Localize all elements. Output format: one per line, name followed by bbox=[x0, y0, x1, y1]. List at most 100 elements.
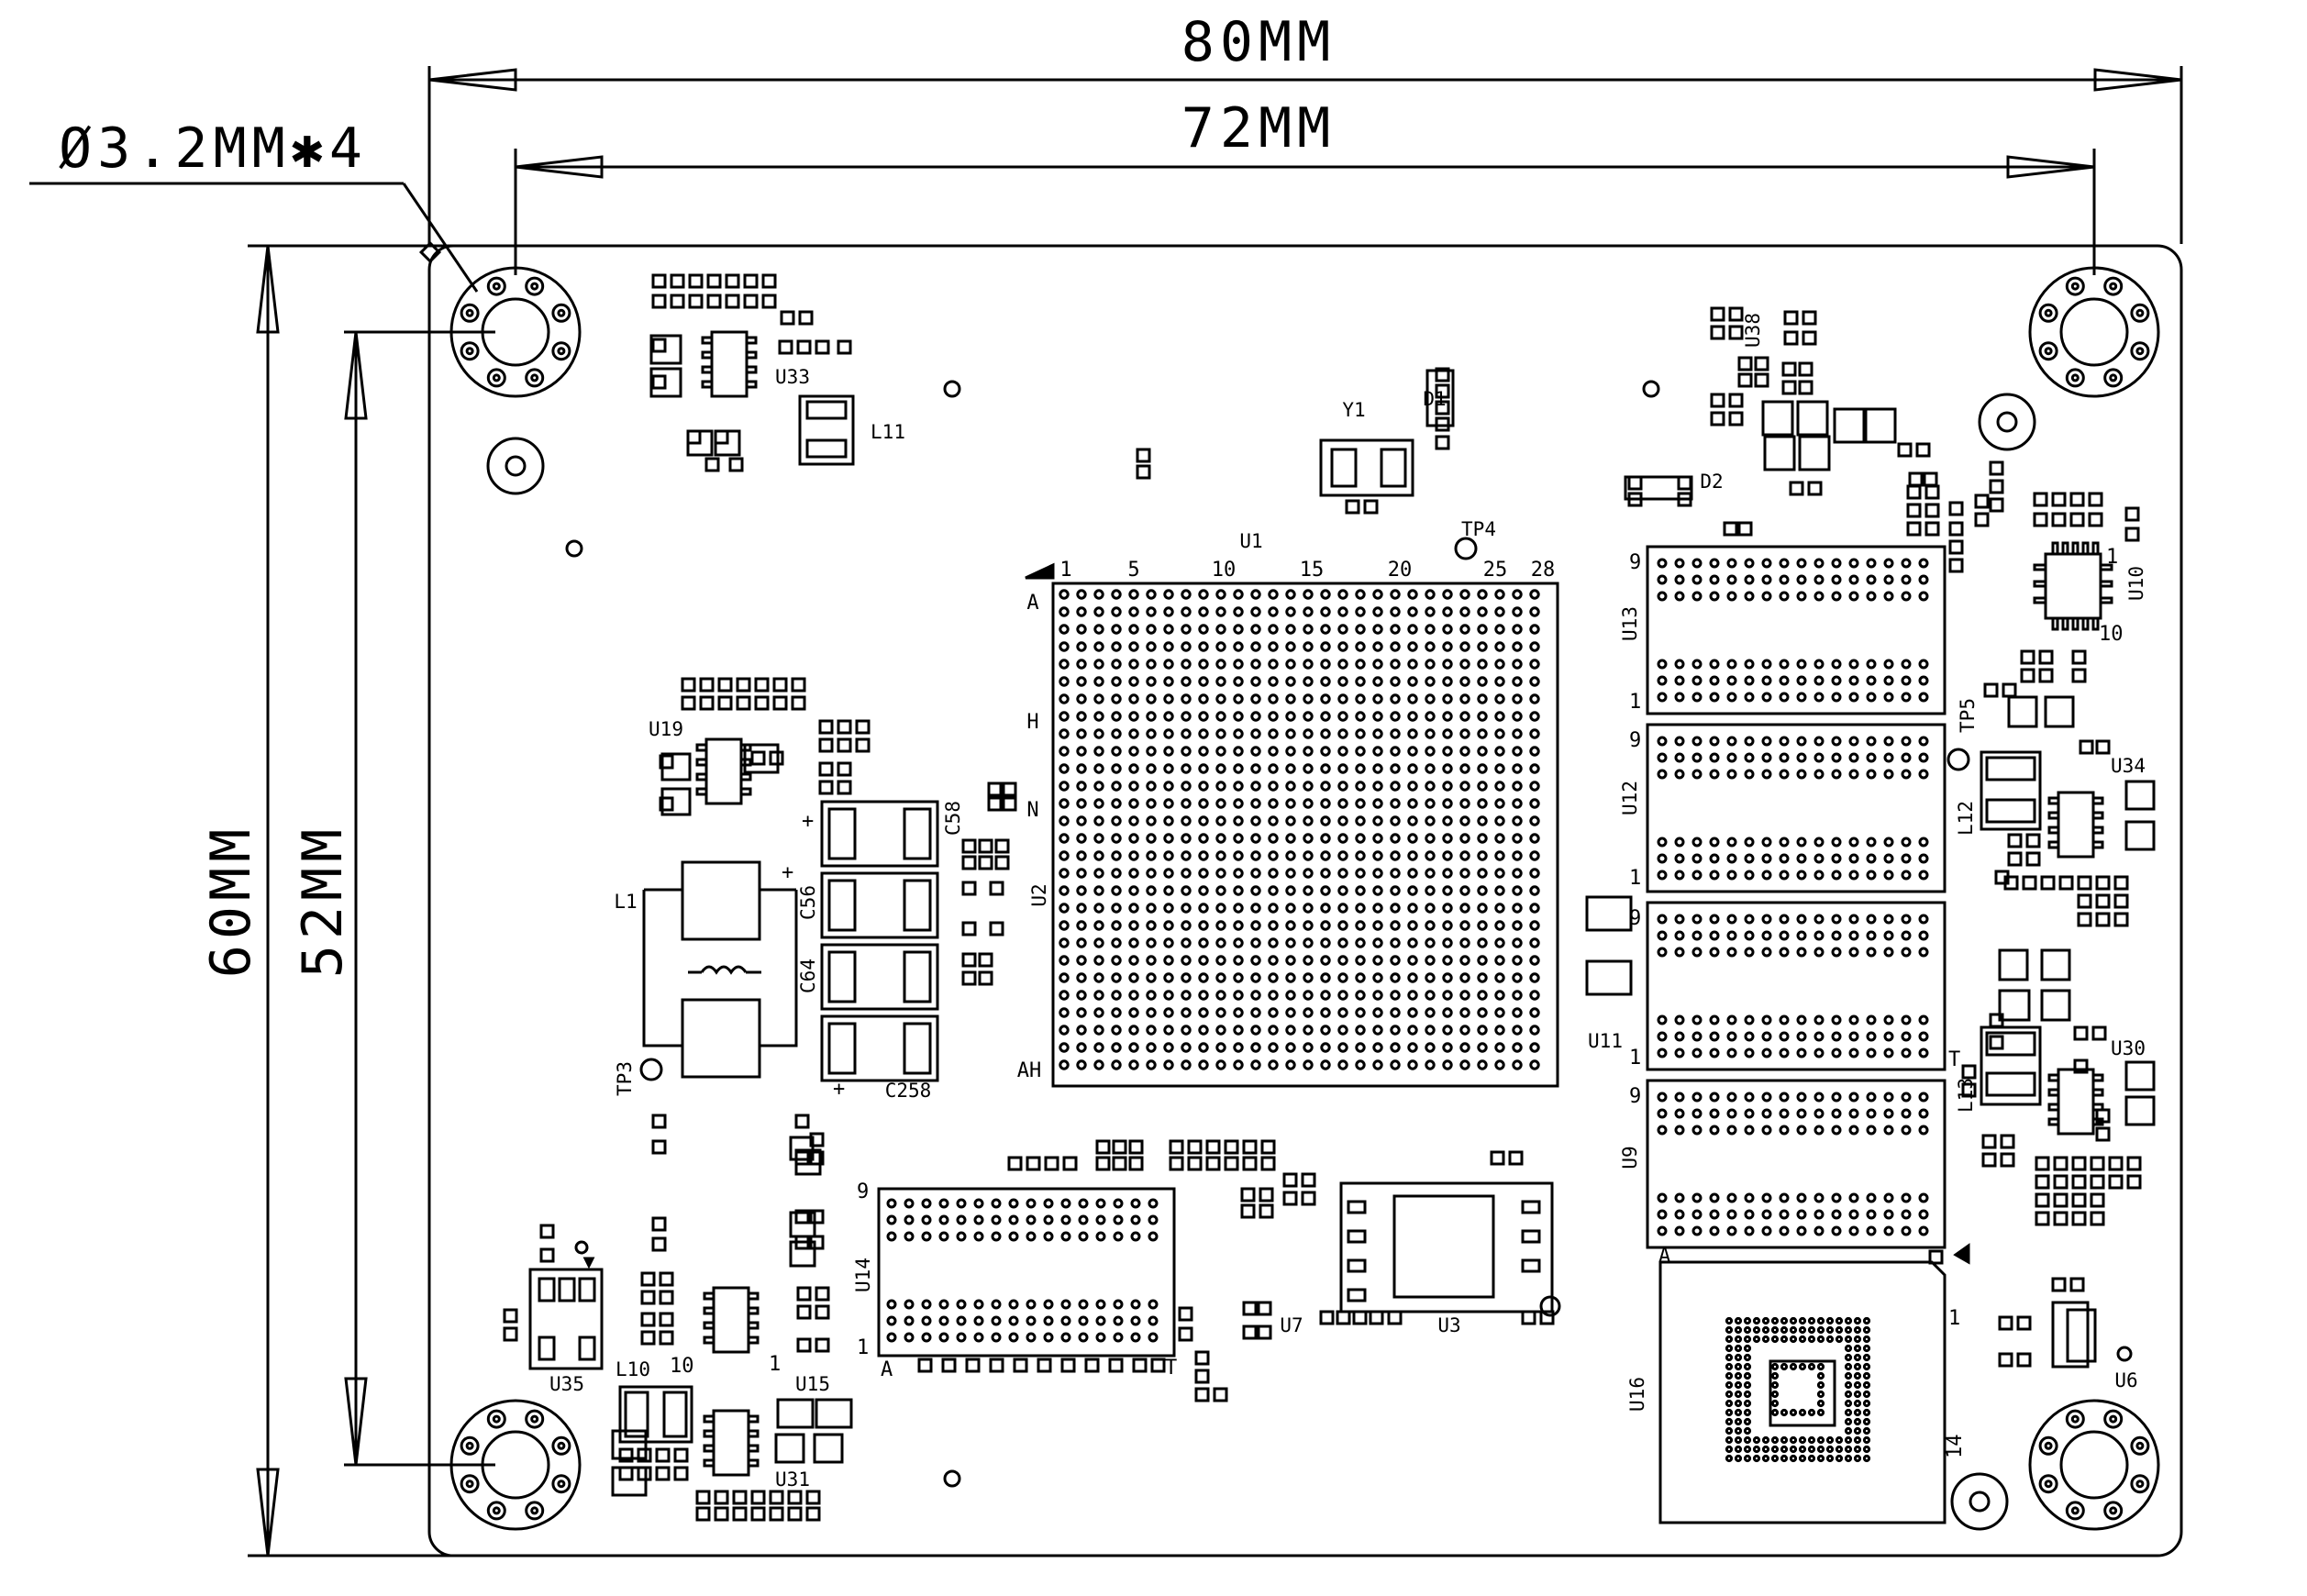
bga-ball bbox=[1215, 972, 1226, 983]
bga-ball bbox=[1163, 746, 1174, 757]
bga-ball bbox=[1390, 781, 1401, 792]
emmc-ball bbox=[1770, 1408, 1780, 1417]
bga-ball bbox=[1407, 781, 1418, 792]
passive-pad bbox=[1136, 448, 1151, 463]
bga-ball bbox=[1111, 763, 1122, 774]
passive-pad-large bbox=[660, 752, 692, 781]
ddr-ball bbox=[1744, 1092, 1755, 1103]
bga-ball bbox=[1268, 606, 1279, 617]
ddr-ball bbox=[1848, 1092, 1859, 1103]
ddr-ball bbox=[1691, 1225, 1703, 1236]
bga-ball bbox=[1407, 815, 1418, 826]
bga-ball bbox=[1512, 589, 1523, 600]
bga-ball bbox=[1512, 711, 1523, 722]
bga-ball bbox=[1442, 641, 1453, 652]
bga-ball bbox=[1059, 972, 1070, 983]
bga-ball bbox=[1163, 1059, 1174, 1070]
bga-ball bbox=[1303, 763, 1314, 774]
emmc-ball bbox=[1734, 1325, 1743, 1335]
bga-ball bbox=[1059, 693, 1070, 704]
reg-body bbox=[2057, 1068, 2095, 1136]
u16-emmc bbox=[1658, 1243, 1970, 1524]
bga-ball bbox=[1250, 798, 1261, 809]
mounting-via-drill bbox=[2044, 1441, 2053, 1450]
ddr-ball bbox=[1779, 1192, 1790, 1203]
reg-pin bbox=[703, 1321, 715, 1330]
bga-ball bbox=[1111, 1007, 1122, 1018]
bga-ball bbox=[1268, 798, 1279, 809]
ddr-ball bbox=[1796, 1192, 1807, 1203]
reg-pin bbox=[2091, 1088, 2104, 1097]
ddr-ball bbox=[1866, 853, 1877, 864]
emmc-ball bbox=[1789, 1325, 1798, 1335]
bga-ball bbox=[1181, 955, 1192, 966]
bga-ball bbox=[1128, 624, 1139, 635]
bga-ball bbox=[1303, 728, 1314, 739]
emmc-ball bbox=[1761, 1335, 1770, 1344]
reg-pin bbox=[747, 1336, 760, 1345]
bga-ball bbox=[1494, 624, 1505, 635]
bga-ball bbox=[1459, 1007, 1470, 1018]
ddr-ball bbox=[1918, 675, 1929, 686]
bga-ball bbox=[1390, 850, 1401, 861]
passive-pad bbox=[1026, 1156, 1041, 1171]
bga-ball bbox=[1146, 589, 1157, 600]
bga-ball bbox=[1233, 937, 1244, 948]
bga-ball bbox=[1215, 693, 1226, 704]
reg-body bbox=[2057, 791, 2095, 859]
passive-pad bbox=[1897, 442, 1913, 458]
ddr-ball bbox=[1831, 692, 1842, 703]
bga-ball bbox=[1076, 641, 1087, 652]
bga-ball bbox=[1181, 728, 1192, 739]
bga-ball bbox=[1320, 676, 1331, 687]
bga-ball bbox=[1111, 589, 1122, 600]
passive-pad bbox=[1906, 484, 1922, 500]
ddr-ball bbox=[1761, 947, 1772, 958]
ddr-ball bbox=[1657, 1192, 1668, 1203]
bga-ball bbox=[1512, 885, 1523, 896]
u14-ball bbox=[991, 1332, 1002, 1343]
bga-ball bbox=[1337, 798, 1348, 809]
ddr-ball bbox=[1657, 736, 1668, 747]
passive-pad bbox=[2058, 875, 2074, 891]
bga-ball bbox=[1494, 781, 1505, 792]
bga-ball bbox=[1111, 606, 1122, 617]
bga-ball bbox=[1442, 937, 1453, 948]
mounting-via-drill bbox=[492, 1506, 501, 1515]
u10-pin10: 10 bbox=[2099, 623, 2124, 646]
bga-ball bbox=[1128, 990, 1139, 1001]
bga-ball bbox=[1233, 1059, 1244, 1070]
bga-ball bbox=[1181, 972, 1192, 983]
mounting-via bbox=[2130, 1435, 2150, 1456]
bga-ball bbox=[1303, 606, 1314, 617]
u14-ball bbox=[938, 1315, 949, 1326]
bga-ball bbox=[1320, 937, 1331, 948]
passive-pad bbox=[714, 1490, 729, 1505]
passive-pad-large bbox=[1998, 989, 2031, 1022]
ddr-ball bbox=[1691, 914, 1703, 925]
ddr-ball bbox=[1901, 558, 1912, 569]
passive-pad bbox=[651, 1139, 667, 1155]
ddr-ball bbox=[1657, 675, 1668, 686]
ddr-ball bbox=[1796, 769, 1807, 780]
hole-callout: Ø3.2MM✱4 bbox=[29, 116, 479, 293]
emmc-ball bbox=[1725, 1454, 1734, 1463]
bga-ball bbox=[1128, 1007, 1139, 1018]
passive-pad bbox=[2124, 526, 2140, 542]
ddr-ball bbox=[1831, 1014, 1842, 1025]
emmc-ball bbox=[1835, 1445, 1844, 1454]
ddr-ball bbox=[1866, 752, 1877, 763]
mounting-via-drill bbox=[465, 1480, 474, 1489]
ddr-ball bbox=[1691, 930, 1703, 941]
passive-pad bbox=[1013, 1358, 1028, 1373]
ddr-ball bbox=[1779, 675, 1790, 686]
bga-ball bbox=[1355, 589, 1366, 600]
bga-ball bbox=[1425, 868, 1436, 879]
bga-ball bbox=[1093, 624, 1104, 635]
ddr-ball bbox=[1883, 870, 1894, 881]
u11-pin9: 9 bbox=[1629, 907, 1641, 930]
u14-ball bbox=[1026, 1198, 1037, 1209]
bga-ball bbox=[1425, 815, 1436, 826]
bga-ball bbox=[1529, 990, 1540, 1001]
bga-ball bbox=[1407, 1007, 1418, 1018]
